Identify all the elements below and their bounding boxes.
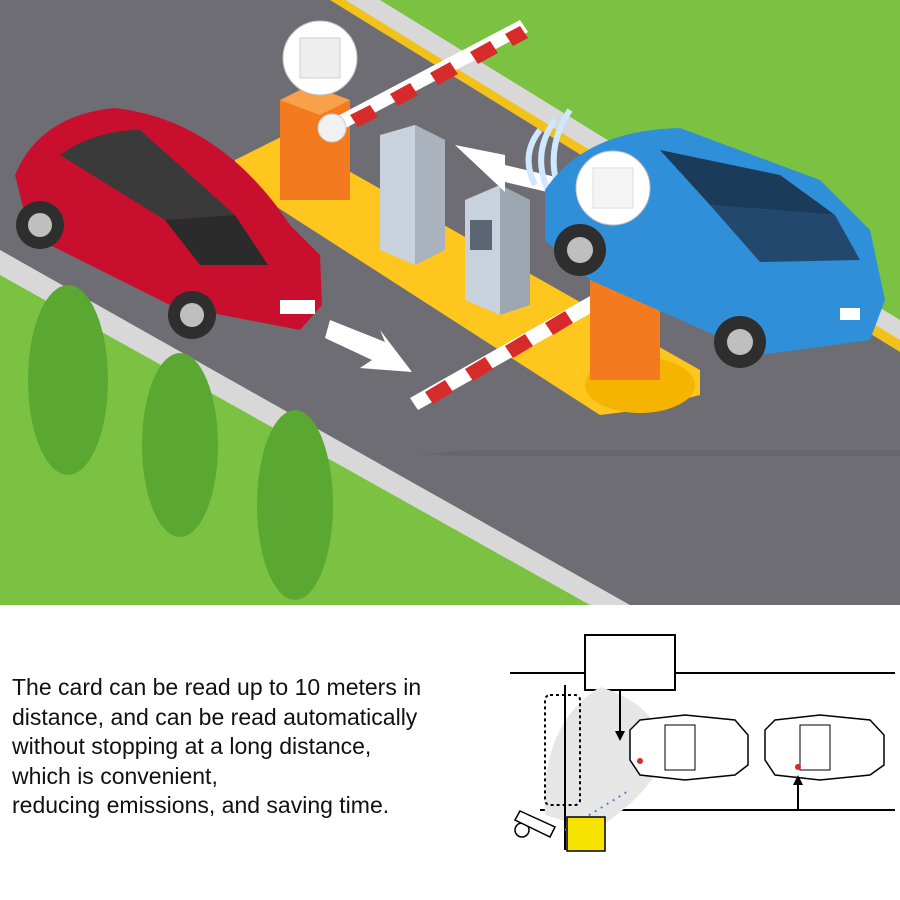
rfid-tag-icon bbox=[592, 167, 634, 209]
caption-text: The card can be read up to 10 meters in … bbox=[12, 674, 422, 818]
lane-shadow bbox=[415, 450, 900, 456]
parking-scene-illustration bbox=[0, 0, 900, 605]
ticket-machine-icon bbox=[380, 125, 530, 315]
diagram-svg bbox=[510, 634, 895, 852]
car-outline-icon bbox=[764, 714, 885, 781]
car-outline-icon bbox=[629, 714, 749, 781]
barrier-post-top-cap bbox=[280, 85, 350, 115]
barrier-base-icon bbox=[513, 810, 557, 838]
direction-arrow-icon bbox=[325, 320, 412, 372]
parking-scene-svg bbox=[0, 0, 900, 605]
signal-dots bbox=[564, 789, 631, 831]
info-section: The card can be read up to 10 meters in … bbox=[0, 605, 900, 900]
reader-arrow-head bbox=[615, 731, 625, 741]
barrier-gate-icon bbox=[317, 20, 528, 143]
tag-arrow-head bbox=[793, 775, 803, 785]
detector-loop-icon bbox=[544, 694, 581, 806]
reader-marker bbox=[566, 816, 606, 852]
reader-box-icon bbox=[584, 634, 676, 691]
read-range-diagram bbox=[500, 625, 900, 885]
barrier-gate-icon bbox=[410, 295, 600, 410]
bush-icon bbox=[28, 285, 333, 600]
sign-zone bbox=[544, 687, 665, 830]
rfid-reader-icon bbox=[299, 37, 341, 79]
red-car-icon bbox=[15, 108, 322, 339]
